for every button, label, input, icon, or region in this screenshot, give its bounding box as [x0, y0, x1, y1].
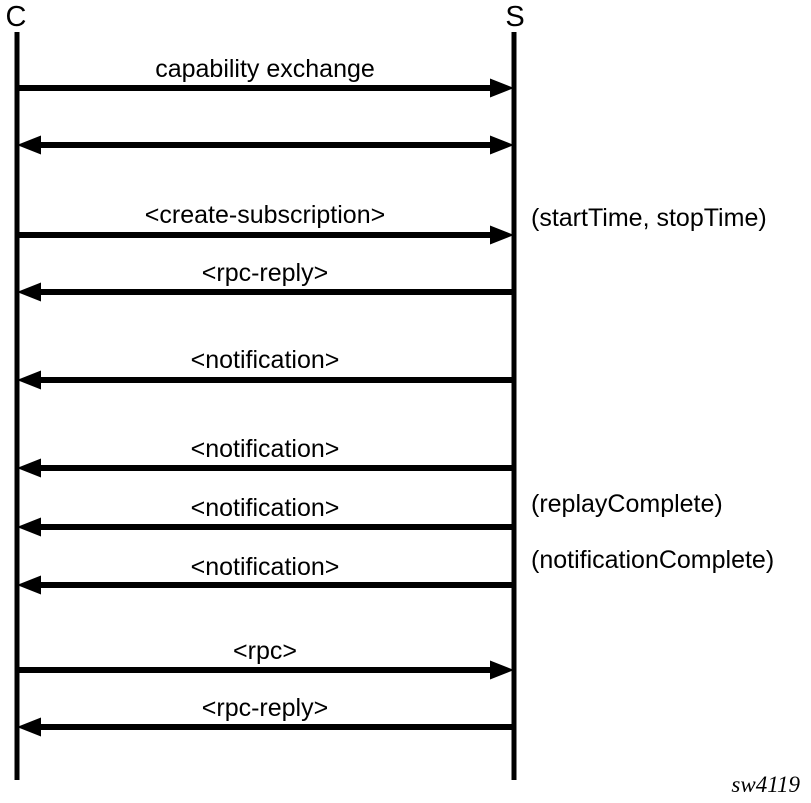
message-label-notification-3: <notification>: [191, 494, 340, 522]
message-label-create-subscription: <create-subscription>: [145, 201, 385, 229]
message-rpc-reply-subscription: <rpc-reply>: [17, 259, 514, 302]
message-rpc-reply-final: <rpc-reply>: [17, 694, 514, 737]
message-notification-4: <notification> (notificationComplete): [17, 546, 774, 595]
message-annotation-create-subscription: (startTime, stopTime): [531, 204, 767, 232]
arrowhead-left-notification-2: [17, 458, 41, 478]
arrowhead-right-create-subscription: [490, 225, 514, 245]
arrowhead-left-rpc-reply-final: [17, 717, 41, 737]
arrowhead-left-rpc-reply-subscription: [17, 282, 41, 302]
message-annotation-notification-4: (notificationComplete): [531, 546, 774, 574]
arrowhead-left-notification-4: [17, 575, 41, 595]
lifeline-server: S: [505, 1, 525, 780]
arrowhead-left-capability-exchange-reply: [17, 135, 41, 155]
message-label-rpc-reply-subscription: <rpc-reply>: [202, 259, 328, 287]
lifeline-client: C: [6, 1, 27, 780]
lifeline-label-client: C: [6, 1, 27, 33]
message-label-notification-2: <notification>: [191, 435, 340, 463]
message-label-rpc: <rpc>: [233, 637, 297, 665]
message-label-notification-4: <notification>: [191, 553, 340, 581]
arrowhead-left-notification-3: [17, 517, 41, 537]
messages-group: capability exchange <create-subscription>…: [17, 55, 774, 737]
message-annotation-notification-3: (replayComplete): [531, 490, 723, 518]
message-notification-3: <notification> (replayComplete): [17, 490, 723, 537]
arrowhead-right-rpc: [490, 660, 514, 680]
arrowhead-right-capability-exchange-reply: [490, 135, 514, 155]
message-label-notification-1: <notification>: [191, 346, 340, 374]
message-create-subscription: <create-subscription> (startTime, stopTim…: [17, 201, 767, 245]
message-rpc: <rpc>: [17, 637, 514, 680]
message-notification-1: <notification>: [17, 346, 514, 390]
message-notification-2: <notification>: [17, 435, 514, 478]
arrowhead-right-capability-exchange: [490, 78, 514, 98]
message-capability-exchange-reply: [17, 135, 514, 155]
figure-watermark: sw4119: [731, 772, 800, 797]
message-label-rpc-reply-final: <rpc-reply>: [202, 694, 328, 722]
arrowhead-left-notification-1: [17, 370, 41, 390]
lifeline-label-server: S: [505, 1, 524, 33]
message-label-capability-exchange: capability exchange: [155, 55, 375, 83]
message-capability-exchange: capability exchange: [17, 55, 514, 98]
